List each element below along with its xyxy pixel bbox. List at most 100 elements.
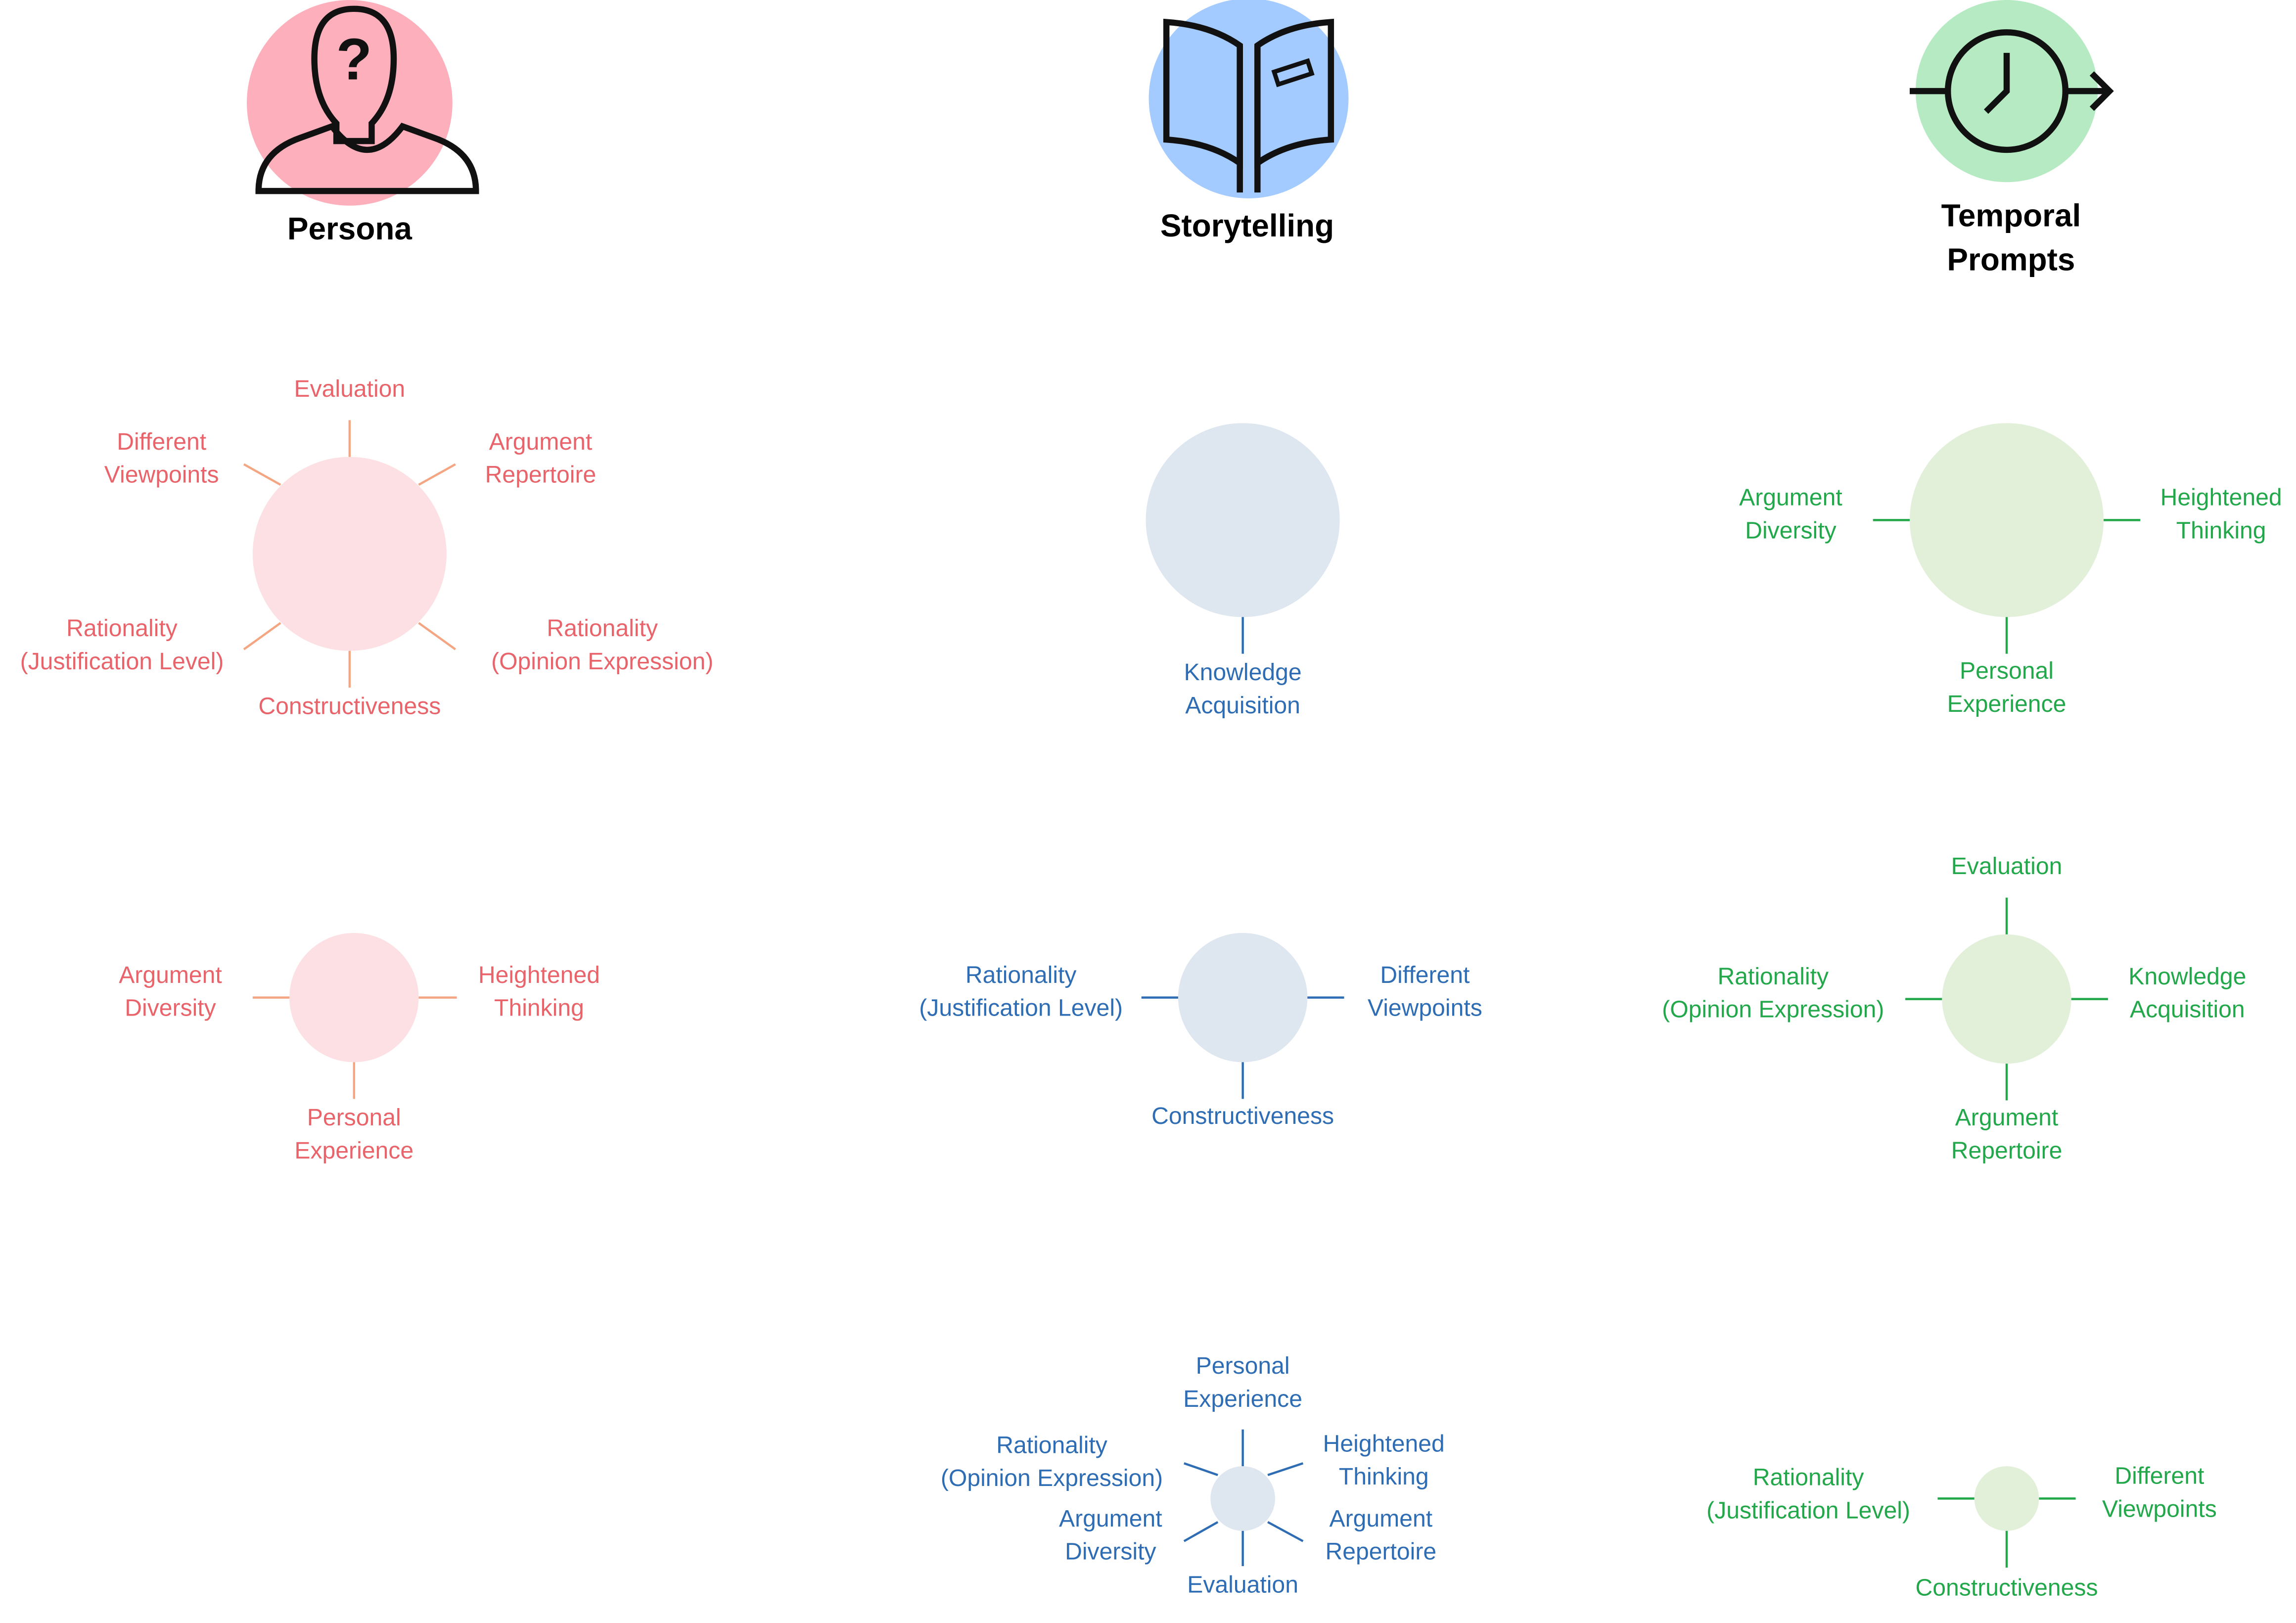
cluster-node: [1178, 932, 1308, 1063]
cluster-node: [1210, 1466, 1275, 1531]
label-line: Rationality: [965, 962, 1077, 988]
title-line: Prompts: [1947, 241, 2075, 277]
label-line: Different: [1380, 962, 1470, 988]
spoke-line: [1184, 1462, 1218, 1476]
label-line: Different: [2114, 1463, 2204, 1489]
label-line: Viewpoints: [1368, 995, 1482, 1021]
book-spine: [1237, 46, 1261, 193]
persona-icon-background: [246, 0, 453, 206]
label-line: Diversity: [125, 995, 216, 1021]
label-line: Constructiveness: [1151, 1103, 1334, 1129]
label-line: (Opinion Expression): [491, 648, 713, 675]
label-line: Heightened: [1323, 1430, 1445, 1457]
label-line: Rationality: [1753, 1464, 1864, 1491]
spoke-line: [243, 622, 281, 650]
label-line: Experience: [1183, 1386, 1302, 1412]
cluster-node: [1974, 1466, 2039, 1531]
label-line: (Justification Level): [1706, 1497, 1910, 1524]
label-line: Rationality: [1717, 963, 1829, 990]
person-head-outline: [311, 5, 397, 144]
label-line: Constructiveness: [1916, 1574, 2098, 1601]
clock-hands: [1984, 52, 2010, 114]
spoke-line: [418, 622, 457, 650]
spoke-line: [1183, 1521, 1219, 1542]
label-line: Experience: [294, 1137, 413, 1164]
label-constructiveness: Constructiveness: [1916, 1574, 2098, 1601]
label-line: Thinking: [2176, 517, 2266, 544]
question-mark-glyph: ?: [336, 26, 372, 92]
label-line: Argument: [1739, 484, 1842, 511]
label-rationality-justification-level: Rationality (Justification Level): [20, 615, 224, 675]
storytelling-title: Storytelling: [1160, 208, 1334, 243]
label-rationality-justification-level: Rationality (Justification Level): [919, 962, 1123, 1021]
label-line: Repertoire: [485, 462, 597, 488]
label-line: Argument: [1059, 1505, 1162, 1532]
label-line: Heightened: [2160, 484, 2282, 511]
label-line: Repertoire: [1325, 1538, 1436, 1565]
clock-arrow-icon: [1910, 0, 2114, 183]
label-constructiveness: Constructiveness: [1151, 1103, 1334, 1129]
label-line: (Justification Level): [20, 648, 224, 675]
label-evaluation: Evaluation: [1951, 853, 2063, 880]
label-line: Rationality: [66, 615, 178, 642]
book-label: [1271, 58, 1315, 88]
cluster-node: [289, 932, 419, 1063]
label-line: Acquisition: [1185, 692, 1300, 719]
label-line: Argument: [1955, 1104, 2059, 1131]
persona-title: Persona: [287, 211, 412, 246]
label-line: Knowledge: [1184, 659, 1302, 686]
title-line: Storytelling: [1160, 208, 1334, 243]
label-line: Experience: [1947, 691, 2066, 717]
label-line: Evaluation: [294, 375, 406, 402]
label-line: Evaluation: [1951, 853, 2063, 880]
label-line: (Justification Level): [919, 995, 1123, 1021]
label-line: Personal: [1960, 657, 2054, 684]
label-evaluation: Evaluation: [1187, 1571, 1298, 1598]
cluster-node: [252, 457, 447, 651]
open-book-icon: [1148, 0, 1349, 198]
label-line: (Opinion Expression): [941, 1465, 1163, 1491]
label-line: Viewpoints: [104, 462, 219, 488]
label-line: Heightened: [478, 962, 600, 988]
spoke-line: [418, 463, 456, 486]
label-line: Knowledge: [2128, 963, 2246, 990]
label-line: Personal: [307, 1104, 401, 1131]
label-line: Different: [117, 428, 207, 455]
label-rationality-justification-level: Rationality (Justification Level): [1706, 1464, 1910, 1524]
label-line: Personal: [1196, 1352, 1290, 1379]
book-left-page: [1163, 18, 1243, 169]
label-line: Rationality: [547, 615, 658, 642]
storytelling-icon-background: [1148, 0, 1349, 198]
label-line: (Opinion Expression): [1662, 996, 1884, 1023]
label-line: Thinking: [1339, 1463, 1429, 1490]
cluster-node: [1942, 934, 2071, 1064]
spoke-line: [243, 463, 281, 486]
label-line: Argument: [489, 428, 593, 455]
label-line: Viewpoints: [2102, 1496, 2217, 1523]
label-line: Diversity: [1745, 517, 1836, 544]
title-line: Temporal: [1941, 197, 2081, 233]
label-line: Argument: [1330, 1505, 1433, 1532]
label-line: Evaluation: [1187, 1571, 1298, 1598]
